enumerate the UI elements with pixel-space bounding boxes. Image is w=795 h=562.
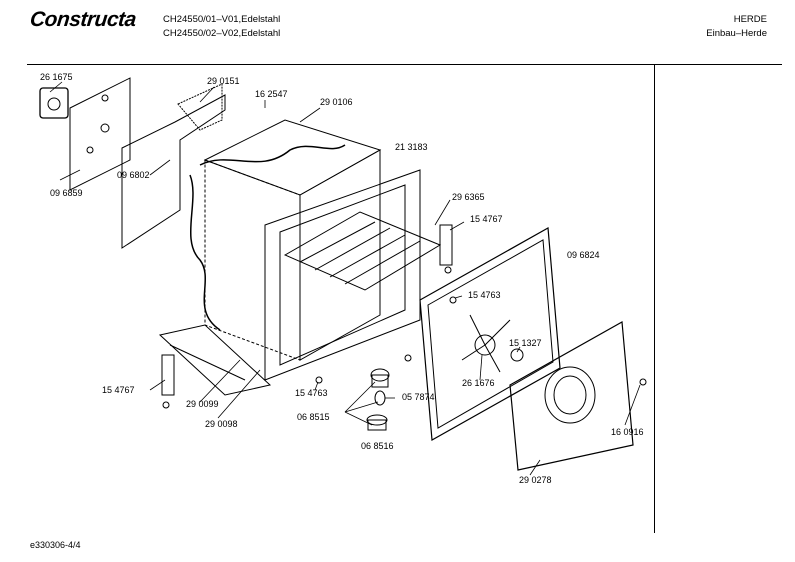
inner-door [419, 227, 561, 441]
oven-rack [283, 211, 442, 291]
rear-plate [39, 77, 131, 191]
part-label: 15 4767 [102, 385, 135, 395]
part-label: 16 2547 [255, 89, 288, 99]
part-label: 15 1327 [509, 338, 542, 348]
document-id: e330306-4/4 [30, 540, 81, 550]
front-frame [264, 169, 421, 381]
part-label: 15 4763 [468, 290, 501, 300]
model-line-2: CH24550/02–V02,Edelstahl [163, 28, 281, 39]
side-divider [654, 65, 655, 533]
part-label: 15 4763 [295, 388, 328, 398]
model-line-1: CH24550/01–V01,Edelstahl [163, 14, 281, 25]
lamp-parts [366, 368, 390, 431]
part-label: 29 0099 [186, 399, 219, 409]
part-label: 26 1676 [462, 378, 495, 388]
part-label: 15 4767 [470, 214, 503, 224]
part-label: 09 6802 [117, 170, 150, 180]
hinge-left [161, 354, 175, 396]
part-label: 29 6365 [452, 192, 485, 202]
part-label: 05 7874 [402, 392, 435, 402]
screw [639, 378, 647, 386]
part-label: 29 0106 [320, 97, 353, 107]
part-label: 29 0151 [207, 76, 240, 86]
fan-blade [461, 314, 511, 373]
fan-cover [509, 321, 634, 471]
fan-nut [510, 348, 524, 362]
part-label: 29 0278 [519, 475, 552, 485]
part-label: 26 1675 [40, 72, 73, 82]
category-label: HERDE [733, 14, 767, 25]
part-label: 06 8516 [361, 441, 394, 451]
part-label: 21 3183 [395, 142, 428, 152]
header-divider [27, 64, 782, 65]
screw [404, 354, 412, 362]
part-label: 09 6824 [567, 250, 600, 260]
subcategory-label: Einbau–Herde [706, 28, 767, 39]
part-label: 06 8515 [297, 412, 330, 422]
screw [449, 296, 457, 304]
part-label: 29 0098 [205, 419, 238, 429]
back-panel [121, 83, 226, 249]
screw [162, 401, 170, 409]
hinge-right [439, 224, 453, 266]
screw [315, 376, 323, 384]
part-label: 09 6859 [50, 188, 83, 198]
part-label: 16 0916 [611, 427, 644, 437]
oven-cavity [189, 119, 382, 361]
bottom-rails [158, 324, 272, 396]
screw [444, 266, 452, 274]
leader-lines [49, 81, 641, 476]
